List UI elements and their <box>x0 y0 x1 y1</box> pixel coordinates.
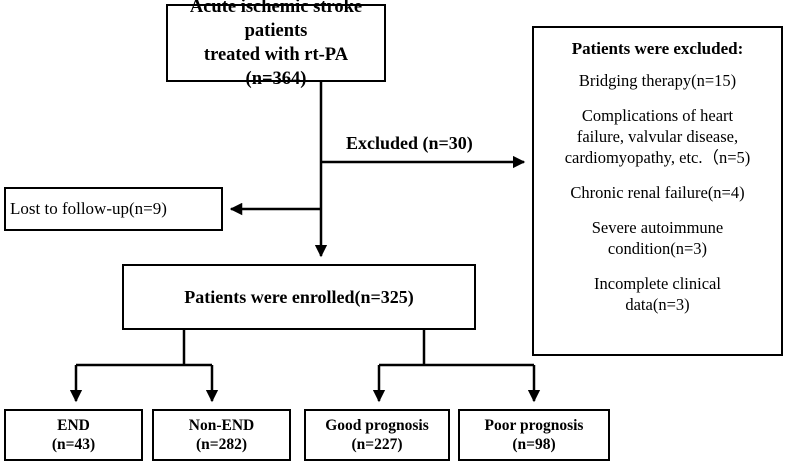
lost-to-follow-up-box: Lost to follow-up(n=9) <box>4 187 223 231</box>
enrolled-box: Patients were enrolled(n=325) <box>122 264 476 330</box>
exclusion-criteria-box: Patients were excluded: Bridging therapy… <box>532 26 783 356</box>
exclusion-item: Chronic renal failure(n=4) <box>570 182 744 203</box>
exclusion-title: Patients were excluded: <box>571 39 744 58</box>
outcome-label: Good prognosis <box>325 417 429 434</box>
exclusion-line: Severe autoimmune <box>591 218 724 237</box>
exclusion-line: data(n=3) <box>625 295 690 314</box>
start-box: Acute ischemic stroke patients treated w… <box>166 0 386 89</box>
exclusion-item: Severe autoimmune condition(n=3) <box>592 217 724 259</box>
enrolled-text: Patients were enrolled(n=325) <box>184 286 414 307</box>
exclusion-line: Bridging therapy(n=15) <box>578 71 737 90</box>
exclusion-line: Incomplete clinical <box>594 274 721 293</box>
exclusion-line: Chronic renal failure(n=4) <box>570 183 745 202</box>
outcome-label: Non-END <box>188 417 255 434</box>
outcome-count: (n=43) <box>51 436 96 453</box>
exclusion-item: Incomplete clinical data(n=3) <box>594 273 721 315</box>
outcome-count: (n=98) <box>512 436 556 453</box>
start-line2: treated with rt-PA (n=364) <box>203 45 349 89</box>
outcome-box-non-end: Non-END (n=282) <box>152 409 291 461</box>
excluded-label: Excluded (n=30) <box>346 133 473 153</box>
exclusion-line: condition(n=3) <box>607 239 708 258</box>
outcome-box-poor-prognosis: Poor prognosis (n=98) <box>458 409 610 461</box>
start-line1: Acute ischemic stroke patients <box>189 0 363 41</box>
exclusion-item: Bridging therapy(n=15) <box>579 70 736 91</box>
exclusion-line: cardiomyopathy, etc.（n=5) <box>564 148 751 167</box>
outcome-label: END <box>57 417 90 434</box>
outcome-box-good-prognosis: Good prognosis (n=227) <box>304 409 450 461</box>
outcome-box-end: END (n=43) <box>4 409 143 461</box>
exclusion-line: failure, valvular disease, <box>576 127 739 146</box>
lost-text: Lost to follow-up(n=9) <box>10 199 167 218</box>
outcome-count: (n=227) <box>351 436 403 453</box>
outcome-label: Poor prognosis <box>484 417 584 434</box>
exclusion-line: Complications of heart <box>581 106 734 125</box>
exclusion-item: Complications of heart failure, valvular… <box>565 105 751 168</box>
outcome-count: (n=282) <box>195 436 248 453</box>
